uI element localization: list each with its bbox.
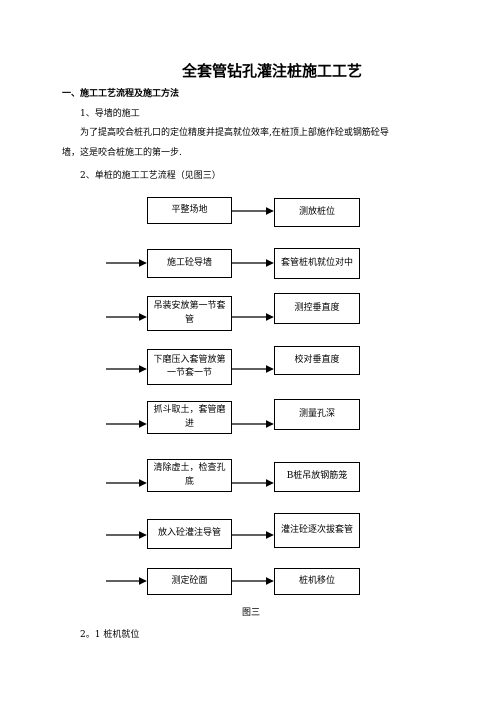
flow-step-guide-wall: 施工砼导墙 <box>147 249 232 278</box>
flow-step-pour-pull-casing: 灌注砼逐次拔套管 <box>274 513 360 548</box>
subheading-guide-wall: 1、导墙的施工 <box>80 109 140 119</box>
flow-step-measure-concrete: 测定砼面 <box>147 568 232 595</box>
flow-step-control-vertical: 测控垂直度 <box>274 293 360 324</box>
subheading-rig-positioning: 2。1 桩机就位 <box>80 630 140 640</box>
flow-step-insert-tremie: 放入砼灌注导管 <box>147 519 232 549</box>
flow-step-stake-out: 测放桩位 <box>274 198 360 227</box>
paragraph-line: 墙，这是咬合桩施工的第一步. <box>62 148 182 158</box>
figure-caption: 图三 <box>242 608 261 618</box>
paragraph-line: 为了提高咬合桩孔口的定位精度并提高就位效率,在桩顶上部施作砼或钢筋砼导 <box>80 128 389 138</box>
flow-step-grab-soil: 抓斗取土，套管磨进 <box>147 401 232 434</box>
flow-step-rig-centering: 套管桩机就位对中 <box>274 248 360 279</box>
subheading-process-flow: 2、单桩的施工工艺流程（见图三） <box>80 171 221 181</box>
flow-step-rebar-cage: B桩吊放钢筋笼 <box>274 462 360 492</box>
flow-step-clear-soil: 清除虚土，检查孔底 <box>147 459 232 492</box>
flow-step-level-site: 平整场地 <box>147 197 232 224</box>
document-title: 全套管钻孔灌注桩施工工艺 <box>181 62 362 80</box>
flow-step-check-vertical: 校对垂直度 <box>274 346 360 375</box>
flow-step-measure-depth: 测量孔深 <box>274 399 360 430</box>
section-heading: 一、施工工艺流程及施工方法 <box>62 89 180 99</box>
flow-step-press-casing: 下磨压入套管放第一节套一节 <box>147 349 232 385</box>
flow-step-install-first-casing: 吊装安放第一节套管 <box>147 296 232 331</box>
flow-step-rig-move: 桩机移位 <box>274 568 360 595</box>
